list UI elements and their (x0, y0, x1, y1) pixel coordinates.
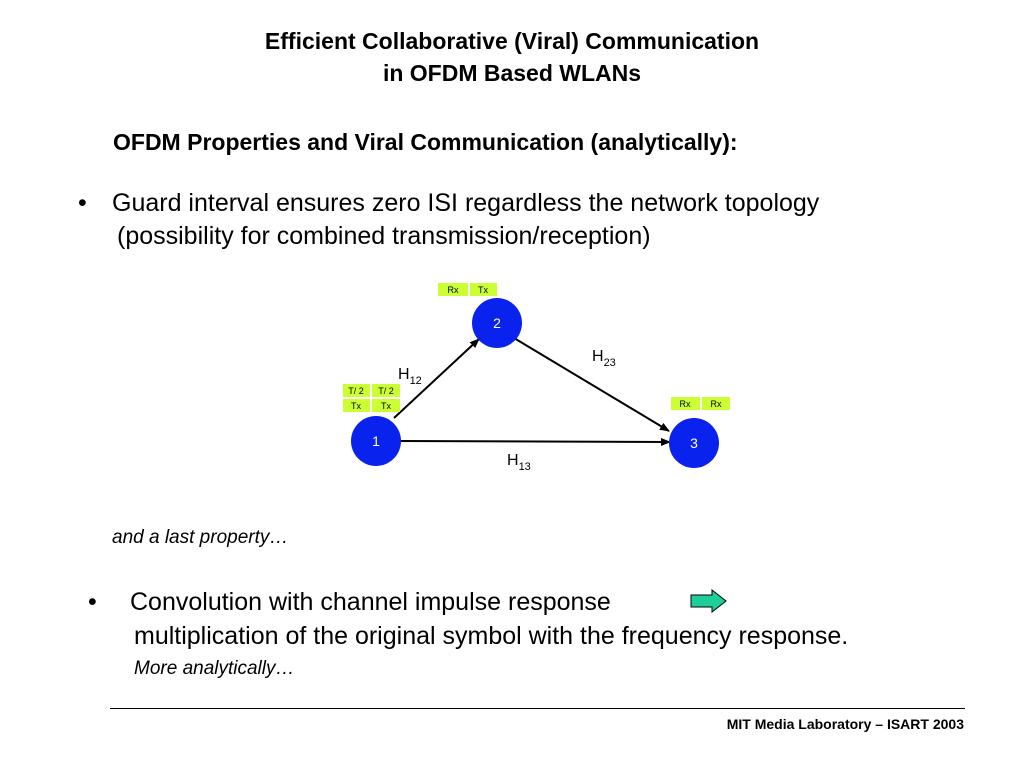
more-analytically-note: More analytically… (134, 658, 295, 679)
tag-t-half: T/ 2 (378, 386, 394, 396)
bullet-2-line-1: Convolution with channel impulse respons… (130, 588, 611, 616)
svg-text:3: 3 (690, 435, 698, 451)
bullet-1-line-2: (possibility for combined transmission/r… (117, 222, 651, 250)
transition-text: and a last property… (112, 527, 289, 548)
node-1-tags: T/ 2 T/ 2 Tx Tx (343, 384, 400, 412)
edge-label-h12: H12 (398, 366, 422, 387)
edge-1-2 (393, 338, 480, 419)
node-2: 2 (472, 298, 522, 348)
right-arrow-icon (690, 589, 727, 613)
tag-rx: Rx (448, 285, 459, 295)
network-diagram: H12 H23 H13 Rx Tx T/ 2 T/ 2 Tx Tx Rx Rx … (343, 283, 730, 473)
tag-rx: Rx (680, 399, 691, 409)
bullet-marker-1: • (78, 189, 87, 217)
edge-2-3 (513, 337, 670, 432)
edge-1-3 (399, 437, 671, 446)
node-1: 1 (351, 416, 401, 466)
tag-tx: Tx (478, 285, 488, 295)
bullet-1-line-1: Guard interval ensures zero ISI regardle… (112, 189, 820, 217)
edge-label-h13: H13 (507, 452, 531, 473)
node-3: 3 (669, 418, 719, 468)
bullet-marker-2: • (88, 588, 97, 616)
node-2-tags: Rx Tx (438, 283, 497, 296)
edge-label-h23: H23 (592, 348, 616, 369)
footer-credit: MIT Media Laboratory – ISART 2003 (726, 716, 964, 732)
title-line-1: Efficient Collaborative (Viral) Communic… (264, 28, 760, 54)
svg-text:2: 2 (493, 315, 501, 331)
tag-tx: Tx (381, 401, 391, 411)
node-3-tags: Rx Rx (671, 397, 730, 410)
bullet-2-line-2: multiplication of the original symbol wi… (134, 622, 849, 650)
tag-rx: Rx (711, 399, 722, 409)
title-line-2: in OFDM Based WLANs (382, 60, 642, 86)
svg-text:1: 1 (372, 433, 380, 449)
tag-tx: Tx (351, 401, 361, 411)
section-heading: OFDM Properties and Viral Communication … (113, 129, 738, 155)
tag-t-half: T/ 2 (348, 386, 364, 396)
footer-divider (110, 708, 965, 709)
